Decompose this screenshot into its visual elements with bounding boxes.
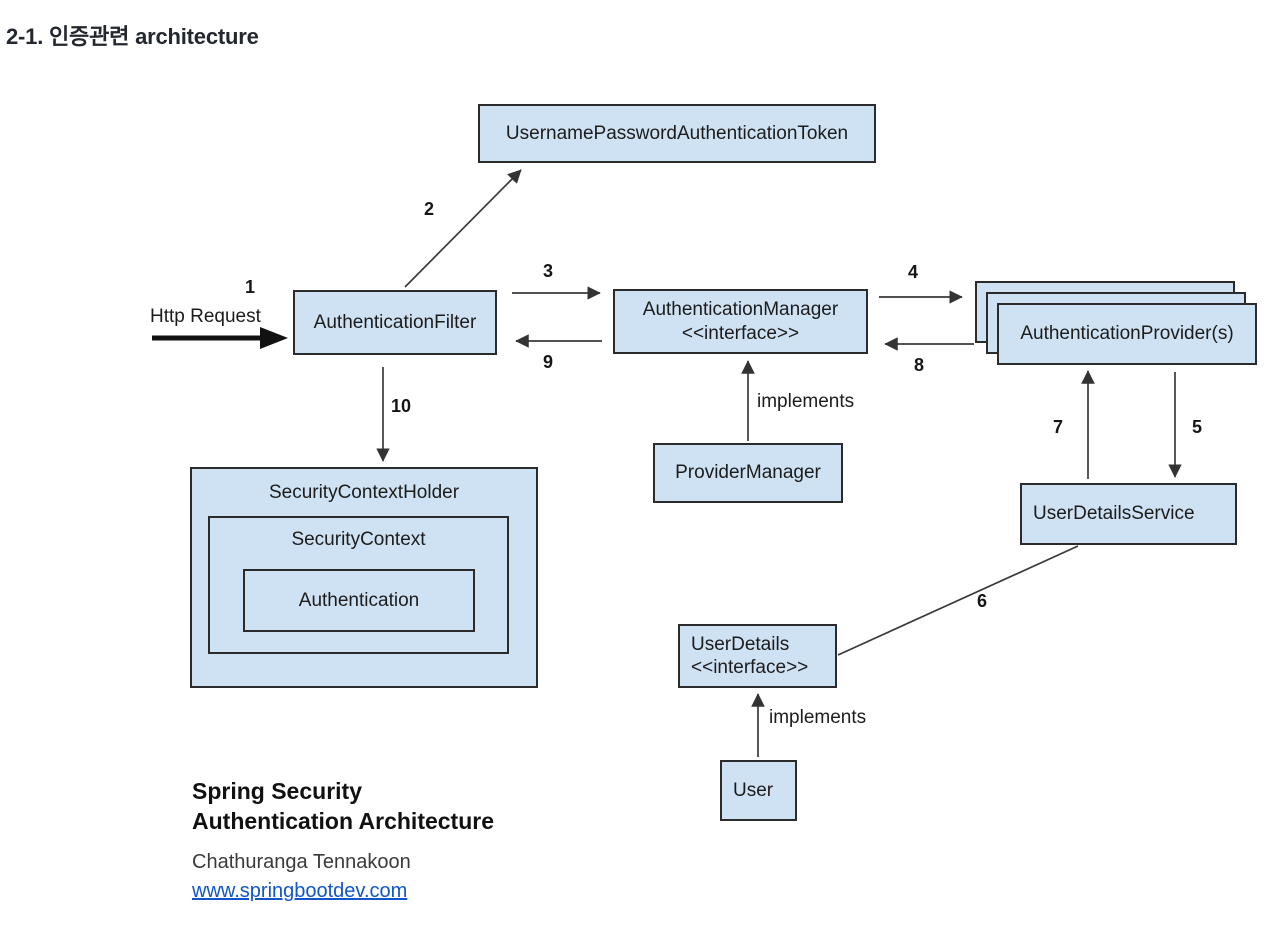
line-6-userdetails-to-uds bbox=[837, 545, 1079, 656]
box-authentication-filter: AuthenticationFilter bbox=[293, 290, 497, 355]
box-label: SecurityContext bbox=[291, 529, 426, 550]
step-number-5: 5 bbox=[1192, 417, 1203, 437]
box-label: SecurityContextHolder bbox=[268, 482, 460, 503]
page-title: 2-1. 인증관련 architecture bbox=[6, 24, 259, 49]
box-label: User bbox=[733, 779, 774, 801]
label-http-request: Http Request bbox=[150, 306, 261, 327]
box-label: Authentication bbox=[298, 589, 420, 611]
footer-heading: Spring Security Authentication Architect… bbox=[192, 776, 494, 836]
footer-author: Chathuranga Tennakoon bbox=[192, 851, 411, 873]
box-user-details: UserDetails <<interface>> bbox=[678, 624, 837, 688]
box-security-context: SecurityContext Authentication bbox=[208, 516, 509, 654]
step-number-7: 7 bbox=[1053, 417, 1064, 437]
box-label: UsernamePasswordAuthenticationToken bbox=[505, 122, 849, 144]
box-user: User bbox=[720, 760, 797, 821]
step-number-6: 6 bbox=[977, 591, 988, 611]
box-stereotype: <<interface>> bbox=[681, 322, 800, 344]
box-provider-manager: ProviderManager bbox=[653, 443, 843, 503]
box-username-password-authentication-token: UsernamePasswordAuthenticationToken bbox=[478, 104, 876, 163]
box-authentication-manager: AuthenticationManager <<interface>> bbox=[613, 289, 868, 354]
box-authentication-provider: AuthenticationProvider(s) bbox=[997, 303, 1257, 365]
box-label: AuthenticationManager bbox=[642, 299, 839, 321]
step-number-4: 4 bbox=[908, 262, 919, 282]
step-number-10: 10 bbox=[391, 396, 412, 416]
arrow-1-head-icon bbox=[260, 327, 288, 349]
box-label: ProviderManager bbox=[675, 462, 821, 484]
footer-website-link[interactable]: www.springbootdev.com bbox=[192, 880, 408, 902]
label-implements-bottom: implements bbox=[769, 707, 867, 728]
box-security-context-holder: SecurityContextHolder SecurityContext Au… bbox=[190, 467, 538, 688]
box-label: AuthenticationProvider(s) bbox=[1020, 323, 1234, 345]
footer-heading-line2: Authentication Architecture bbox=[192, 808, 495, 834]
box-label: AuthenticationFilter bbox=[313, 311, 477, 333]
box-label: UserDetailsService bbox=[1033, 503, 1195, 525]
label-implements-top: implements bbox=[757, 391, 855, 412]
step-number-2: 2 bbox=[424, 199, 435, 219]
footer-heading-line1: Spring Security bbox=[192, 778, 362, 804]
step-number-9: 9 bbox=[543, 352, 554, 372]
box-user-details-service: UserDetailsService bbox=[1020, 483, 1237, 545]
step-number-8: 8 bbox=[914, 355, 925, 375]
step-number-1: 1 bbox=[245, 277, 256, 297]
box-label: UserDetails bbox=[691, 633, 790, 655]
box-authentication: Authentication bbox=[243, 569, 475, 632]
step-number-3: 3 bbox=[543, 261, 554, 281]
box-stereotype: <<interface>> bbox=[691, 657, 809, 678]
arrow-2-filter-to-token bbox=[404, 169, 522, 288]
